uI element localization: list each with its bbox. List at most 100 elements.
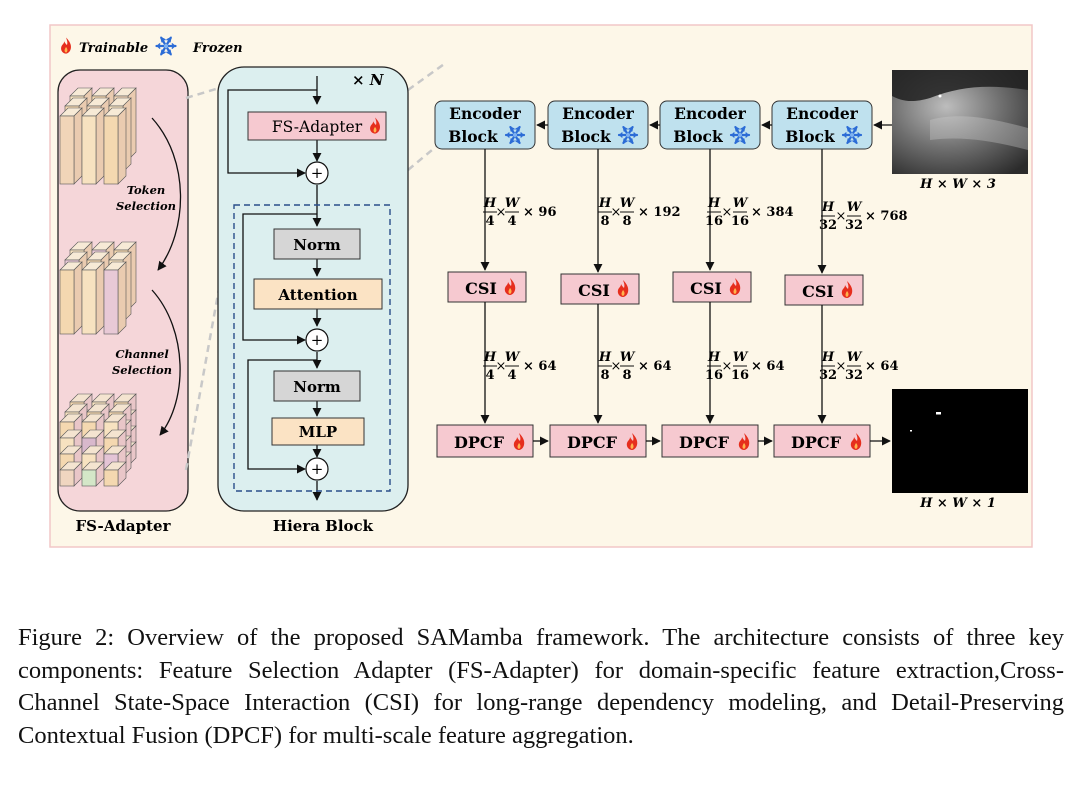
token-selection-arrow	[151, 117, 182, 271]
svg-text:×: ×	[496, 359, 507, 374]
csi-dim-label-4: H32×W32× 64	[819, 350, 899, 383]
csi-box-4: CSI	[784, 274, 864, 306]
input-image	[892, 70, 1028, 174]
mlp-box: MLP	[271, 417, 365, 446]
svg-text:4: 4	[485, 368, 494, 383]
svg-text:×: ×	[722, 359, 733, 374]
svg-text:Encoder: Encoder	[562, 104, 635, 123]
svg-text:Block: Block	[785, 127, 835, 146]
token-selection-label-1: Token	[127, 183, 166, 197]
repeat-label: × N	[352, 71, 385, 89]
channel-selection-label-1: Channel	[115, 347, 169, 361]
svg-text:8: 8	[600, 368, 609, 383]
feature-cube-group	[59, 393, 137, 487]
csi-dim-label-1: H4×W4× 64	[483, 350, 557, 383]
token-cubes	[59, 87, 137, 487]
encoder-dim-label-2: H8×W8× 192	[598, 196, 681, 229]
svg-text:16: 16	[705, 368, 723, 383]
svg-text:Encoder: Encoder	[674, 104, 747, 123]
output-mask	[892, 389, 1028, 493]
svg-text:× 192: × 192	[638, 205, 681, 220]
svg-text:32: 32	[845, 218, 863, 233]
svg-text:×: ×	[722, 205, 733, 220]
svg-text:W: W	[505, 196, 521, 211]
feature-cube-group	[59, 87, 137, 185]
fs-adapter-panel: FS-Adapter Token Selection Channel Selec…	[57, 69, 189, 535]
svg-text:32: 32	[819, 218, 837, 233]
svg-text:16: 16	[731, 214, 749, 229]
svg-text:16: 16	[705, 214, 723, 229]
svg-text:H: H	[483, 196, 497, 211]
norm-box-2: Norm	[273, 370, 361, 402]
svg-text:CSI: CSI	[578, 281, 610, 300]
svg-text:W: W	[505, 350, 521, 365]
svg-text:DPCF: DPCF	[791, 433, 842, 452]
svg-text:16: 16	[731, 368, 749, 383]
svg-text:4: 4	[507, 214, 516, 229]
dpcf-box-4: DPCF	[773, 424, 871, 458]
svg-text:Norm: Norm	[293, 378, 341, 396]
attention-box: Attention	[253, 278, 383, 310]
dpcf-box-2: DPCF	[549, 424, 647, 458]
svg-text:× 64: × 64	[638, 359, 672, 374]
svg-text:FS-Adapter: FS-Adapter	[272, 118, 363, 136]
svg-text:DPCF: DPCF	[454, 433, 505, 452]
input-size-label: H × W × 3	[919, 177, 996, 192]
svg-text:W: W	[733, 350, 749, 365]
svg-text:H: H	[598, 350, 612, 365]
fs-adapter-title: FS-Adapter	[76, 517, 172, 535]
svg-text:Attention: Attention	[277, 286, 357, 304]
svg-text:+: +	[311, 331, 324, 349]
zoom-line	[407, 60, 448, 92]
svg-text:CSI: CSI	[802, 282, 834, 301]
svg-text:W: W	[733, 196, 749, 211]
svg-text:MLP: MLP	[299, 423, 337, 441]
channel-selection-label-2: Selection	[112, 363, 172, 377]
dpcf-box-3: DPCF	[661, 424, 759, 458]
svg-text:32: 32	[819, 368, 837, 383]
add-node: +	[305, 457, 329, 481]
csi-box-2: CSI	[560, 273, 640, 305]
svg-text:× 64: × 64	[865, 359, 899, 374]
framework-diagram: Trainable Frozen FS-Adapter Token Select…	[49, 24, 1033, 548]
svg-text:DPCF: DPCF	[567, 433, 618, 452]
add-node: +	[305, 328, 329, 352]
svg-text:W: W	[847, 200, 863, 215]
csi-dim-label-2: H8×W8× 64	[598, 350, 672, 383]
residual-connection	[247, 359, 317, 474]
residual-connection	[242, 213, 317, 345]
svg-text:×: ×	[611, 359, 622, 374]
svg-text:W: W	[620, 196, 636, 211]
encoder-dim-label-4: H32×W32× 768	[819, 200, 908, 233]
svg-text:H: H	[598, 196, 612, 211]
svg-text:× 64: × 64	[751, 359, 785, 374]
output-size-label: H × W × 1	[919, 496, 996, 511]
svg-text:×: ×	[611, 205, 622, 220]
svg-text:H: H	[483, 350, 497, 365]
svg-text:W: W	[620, 350, 636, 365]
svg-text:× 384: × 384	[751, 205, 794, 220]
svg-text:× 768: × 768	[865, 209, 908, 224]
svg-text:8: 8	[622, 214, 631, 229]
svg-text:Encoder: Encoder	[786, 104, 859, 123]
svg-text:+: +	[311, 460, 324, 478]
hiera-block-title: Hiera Block	[273, 517, 374, 535]
figure-caption: Figure 2: Overview of the proposed SAMam…	[18, 624, 1064, 749]
svg-text:8: 8	[600, 214, 609, 229]
svg-text:4: 4	[507, 368, 516, 383]
diagram-panel	[49, 24, 1033, 548]
channel-selection-arrow	[151, 289, 181, 436]
svg-text:× 96: × 96	[523, 205, 557, 220]
csi-box-3: CSI	[672, 271, 752, 303]
svg-text:Block: Block	[561, 127, 611, 146]
inner-block-outline	[233, 204, 391, 492]
svg-text:+: +	[311, 164, 324, 182]
svg-text:Block: Block	[673, 127, 723, 146]
dpcf-box-1: DPCF	[436, 424, 534, 458]
svg-text:DPCF: DPCF	[679, 433, 730, 452]
